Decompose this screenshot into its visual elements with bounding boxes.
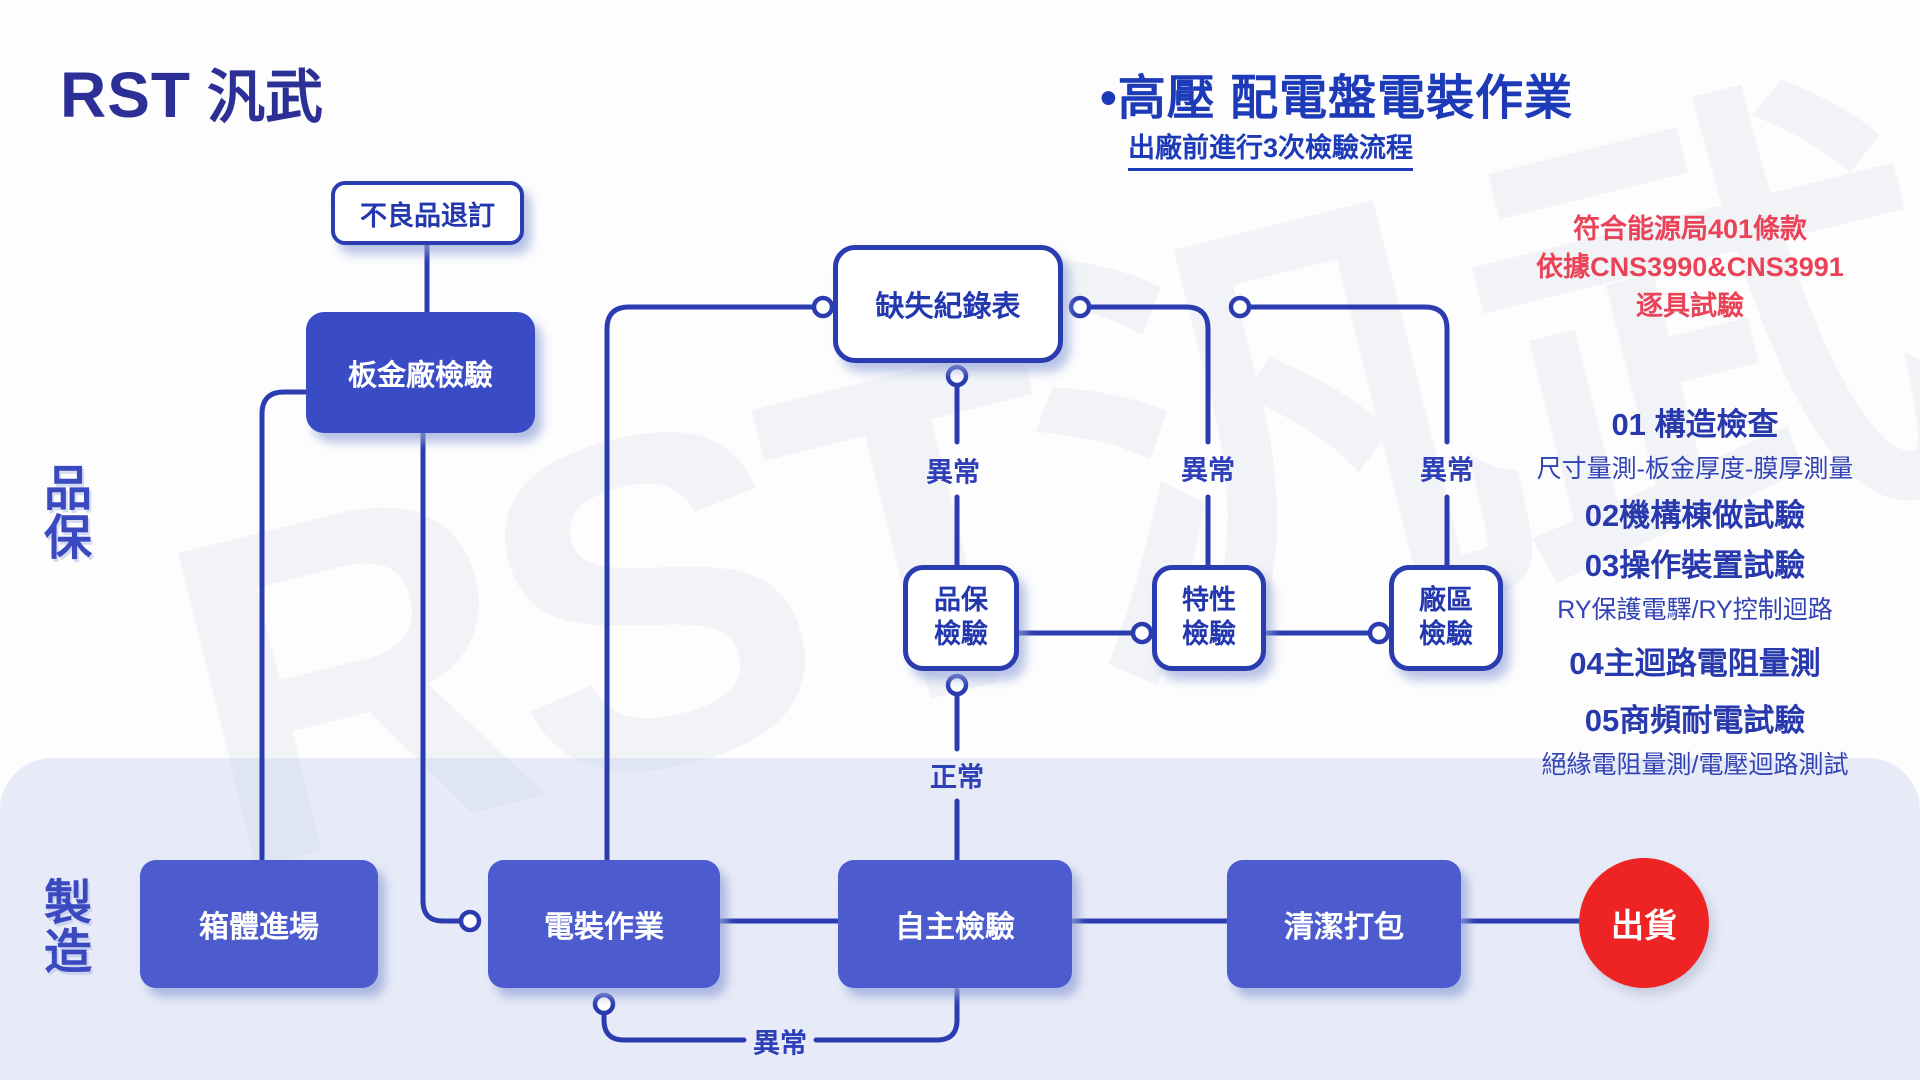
node-shipping: 出貨: [1579, 858, 1709, 988]
lane-label-manufacturing: 製 造: [44, 877, 93, 979]
edge-label-abnormal-factory: 異常: [1420, 455, 1474, 486]
lane-label-quality-assurance: 品 保: [44, 463, 93, 565]
inspection-step-04: 04主迴路電阻量測: [1569, 646, 1821, 681]
compliance-line-3: 逐具試驗: [1636, 290, 1744, 321]
connector-dot-factory-branch: [1228, 295, 1252, 319]
connector-dot-characteristic-left: [1130, 621, 1154, 645]
edge-defectrecord-characteristic: [1086, 304, 1211, 570]
inspection-steps-list: 01 構造檢查 尺寸量測-板金厚度-膜厚測量 02機構棟做試驗 03操作裝置試驗…: [1495, 394, 1895, 784]
node-characteristic-inspection: 特性 檢驗: [1152, 565, 1266, 671]
connector-dot-defectrecord-bottom: [945, 364, 969, 388]
compliance-note: 符合能源局401條款 依據CNS3990&CNS3991 逐具試驗: [1500, 210, 1880, 325]
edge-label-abnormal-characteristic: 異常: [1181, 455, 1235, 486]
page-title: •高壓 配電盤電裝作業: [1100, 72, 1574, 125]
edge-label-normal: 正常: [930, 762, 984, 793]
inspection-step-03-detail: RY保護電驛/RY控制迴路: [1557, 596, 1833, 624]
company-logo: RST 汎武: [60, 50, 323, 134]
edge-defectrecord-factory: [1246, 304, 1450, 570]
node-sheetmetal-inspection: 板金廠檢驗: [306, 312, 535, 433]
logo-rst-text: RST: [60, 59, 191, 131]
inspection-step-05: 05商頻耐電試驗: [1584, 703, 1806, 738]
inspection-step-05-detail: 絕緣電阻量測/電壓迴路測試: [1541, 751, 1849, 779]
edge-label-abnormal-qa: 異常: [926, 457, 980, 488]
node-electrical-assembly: 電裝作業: [488, 860, 720, 988]
node-factory-area-inspection: 廠區 檢驗: [1389, 565, 1503, 671]
compliance-line-1: 符合能源局401條款: [1572, 214, 1808, 244]
page-subtitle: 出廠前進行3次檢驗流程: [1128, 126, 1414, 171]
connector-dot-defectrecord-left: [811, 295, 835, 319]
node-clean-packing: 清潔打包: [1227, 860, 1461, 988]
connector-dot-defectrecord-right: [1068, 295, 1092, 319]
node-qa-inspection: 品保 檢驗: [903, 565, 1019, 671]
inspection-step-03: 03操作裝置試驗: [1584, 548, 1806, 583]
node-defective-return: 不良品退訂: [331, 181, 524, 245]
node-enclosure-arrival: 箱體進場: [140, 860, 378, 988]
connector-dot-qa-bottom: [945, 673, 969, 697]
edge-label-abnormal-return: 異常: [753, 1028, 807, 1059]
node-defect-record-sheet: 缺失紀錄表: [833, 245, 1063, 363]
inspection-step-02: 02機構棟做試驗: [1584, 498, 1806, 533]
connector-dot-factory-left: [1367, 621, 1391, 645]
node-self-inspection: 自主檢驗: [838, 860, 1072, 988]
logo-cjk-text: 汎武: [207, 63, 324, 131]
compliance-line-2: 依據CNS3990&CNS3991: [1536, 252, 1844, 283]
inspection-step-01: 01 構造檢查: [1611, 407, 1779, 442]
inspection-step-01-detail: 尺寸量測-板金厚度-膜厚測量: [1536, 455, 1854, 483]
